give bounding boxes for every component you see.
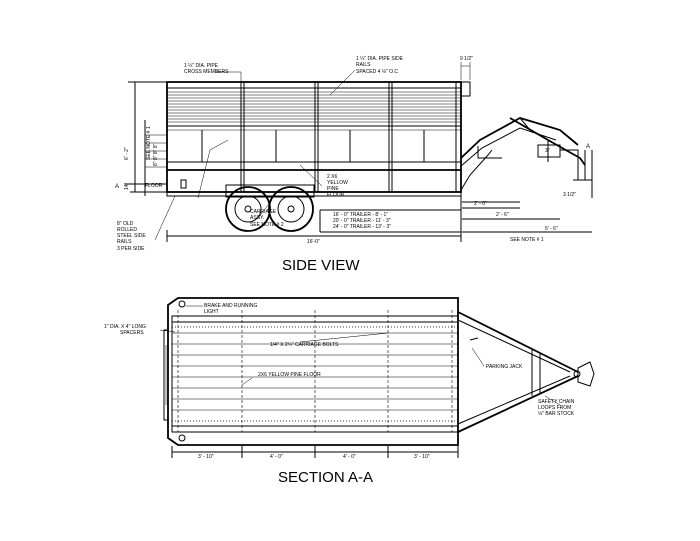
parking-jack-label: PARKING JACK: [486, 364, 523, 370]
steel-side-label-5: 3 PER SIDE: [117, 246, 145, 252]
floor-label: FLOOR: [145, 183, 163, 189]
steel-side-label: 8" OLD: [117, 221, 134, 227]
spacers-label: 1" DIA. X 4" LONG: [104, 324, 146, 330]
section-marker-right: A: [586, 144, 590, 150]
carriage-bolts-label: 1/4" X 2¼" CARRIAGE BOLTS: [270, 342, 339, 348]
gooseneck: [460, 117, 592, 191]
wheel-front: [225, 186, 271, 232]
tongue-assembly: [457, 311, 595, 433]
safety-chain-label: SAFETY CHAIN: [538, 399, 575, 405]
pine-floor-plan-label: 2X6 YELLOW PINE FLOOR: [258, 372, 321, 378]
pine-floor-label-4: FLOOR: [327, 192, 345, 198]
floor-dimension: 14": [124, 182, 130, 190]
side-view-title: SIDE VIEW: [282, 257, 360, 274]
steel-side-label-4: RAILS: [117, 239, 132, 245]
spacer-bottom: [178, 434, 186, 442]
side-view: 1 ¼" DIA. PIPE CROSS MEMBERS 1 ¼" DIA. P…: [115, 56, 593, 274]
vertical-posts: [201, 82, 457, 192]
length-dimension: 16'-0": [307, 239, 320, 245]
section-aa-title: SECTION A-A: [278, 469, 373, 486]
spacers-label-2: SPACERS: [120, 330, 144, 336]
gooseneck-dim-2: 2' - 6": [496, 212, 509, 218]
cross-members-label-2: CROSS MEMBERS: [184, 69, 229, 75]
brake-light-label-2: LIGHT: [204, 309, 219, 315]
see-note-bottom: SEE NOTE # 1: [510, 237, 544, 243]
carriage-label-3: SEE NOTE # 2: [250, 222, 284, 228]
trailer-16-dim: 16' - 0" TRAILER - 8' - 1": [333, 212, 388, 218]
trailer-20-dim: 20' - 0" TRAILER - 11' - 3": [333, 218, 391, 224]
safety-chain-label-3: ⅛" BAR STOCK: [538, 411, 575, 417]
pine-floor-label: 2 X6: [327, 174, 338, 180]
gooseneck-dim-3: 5' - 6": [545, 226, 558, 232]
brake-light-label: BRAKE AND RUNNING: [204, 303, 257, 309]
see-note-vertical: SEE NOTE # 1: [146, 126, 152, 160]
pine-floor-label-3: PINE: [327, 186, 339, 192]
hitch-height: 3 1/2": [563, 192, 576, 198]
side-rails: [167, 87, 461, 171]
steel-side-label-3: STEEL SIDE: [117, 233, 146, 239]
carriage-bolt-rows: [177, 310, 453, 432]
coupler-dimension: 3": [545, 148, 550, 154]
carriage-label-2: ASSY.: [250, 215, 264, 221]
trailer-plan-outline: [167, 297, 459, 446]
pine-floor-label-2: YELLOW: [327, 180, 348, 186]
carriage-label: CARRIAGE: [250, 209, 277, 215]
wheel-rear: [268, 186, 314, 232]
section-aa-view: BRAKE AND RUNNING LIGHT 1" DIA. X 4" LON…: [104, 297, 595, 486]
top-dimension: 9 1/2": [460, 56, 473, 62]
tail-light: [180, 179, 187, 189]
side-rails-label-2: RAILS: [356, 62, 371, 68]
plan-dim-3: 4' - 0": [343, 454, 356, 460]
steel-side-label-2: ROLLED: [117, 227, 137, 233]
spacer-top: [178, 300, 186, 308]
trailer-body-outline: [166, 81, 462, 193]
plan-dim-1: 3' - 10": [198, 454, 214, 460]
plan-dim-2: 4' - 0": [270, 454, 283, 460]
vertical-dimension: 6' - 2": [124, 147, 130, 160]
side-rails-label-3: SPACED 4 ⅛" O.C: [356, 69, 398, 75]
stack-dimensions: 8" 8" 8" 8": [153, 143, 159, 166]
section-marker-left: A: [115, 184, 119, 190]
side-rails-label: 1 ¼" DIA. PIPE SIDE: [356, 56, 404, 62]
cross-members-label: 1 ¼" DIA. PIPE: [184, 63, 219, 69]
safety-chain-label-2: LOOPS FROM: [538, 405, 571, 411]
trailer-24-dim: 24' - 0" TRAILER - 13' - 3": [333, 224, 391, 230]
gooseneck-dim-1: 2' - 0": [474, 201, 487, 207]
plan-dim-4: 3' - 10": [414, 454, 430, 460]
